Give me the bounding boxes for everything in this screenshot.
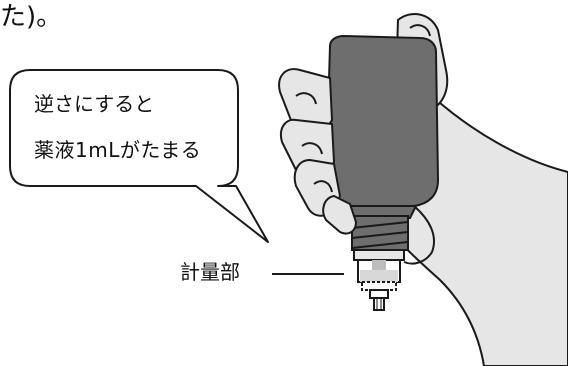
speech-bubble bbox=[9, 69, 269, 243]
bubble-text-line-2: 薬液1mLがたまる bbox=[34, 138, 202, 162]
measuring-part-label: 計量部 bbox=[180, 260, 240, 284]
bubble-text-line-1: 逆さにすると bbox=[34, 92, 155, 116]
fingers bbox=[278, 68, 358, 235]
bottle bbox=[324, 34, 440, 311]
palm-edge bbox=[403, 205, 435, 265]
top-text-fragment: た)。 bbox=[0, 2, 63, 32]
